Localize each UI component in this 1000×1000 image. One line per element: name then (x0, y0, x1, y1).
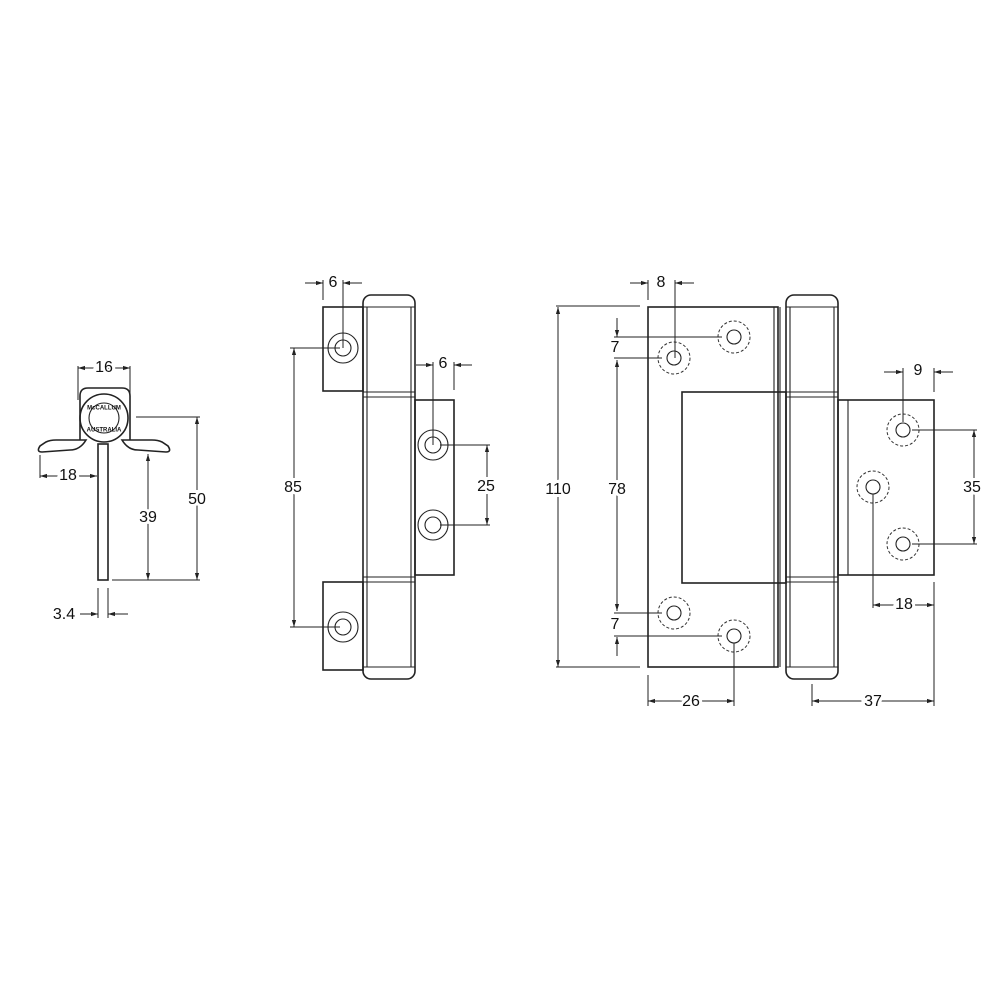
dim-16: 16 (95, 359, 113, 376)
dim-18: 18 (895, 596, 913, 613)
dim-7-bottom: 7 (611, 616, 620, 633)
dim-39: 39 (139, 509, 157, 526)
dim-110: 110 (545, 481, 571, 498)
dim-7-top: 7 (611, 339, 620, 356)
open-view: 110 8 7 78 7 26 37 18 35 9 (542, 274, 984, 713)
dim-8: 8 (657, 274, 666, 291)
side-view: McCALLUM AUSTRALIA 16 18 39 50 3.4 (37, 356, 209, 623)
front-view: 6 85 6 25 (281, 274, 498, 680)
dim-18-flange: 18 (59, 467, 77, 484)
dim-50: 50 (188, 491, 206, 508)
screw-holes (327, 332, 449, 643)
svg-text:AUSTRALIA: AUSTRALIA (87, 428, 122, 434)
dim-6-top: 6 (329, 274, 338, 291)
dim-35: 35 (963, 479, 981, 496)
dim-9: 9 (914, 362, 923, 379)
dim-78: 78 (608, 481, 626, 498)
dim-3-4: 3.4 (53, 606, 75, 623)
dim-37: 37 (864, 693, 882, 710)
side-logo: McCALLUM AUSTRALIA (87, 406, 122, 434)
countersunk-holes (657, 320, 920, 653)
svg-text:McCALLUM: McCALLUM (87, 406, 121, 412)
dim-25: 25 (477, 478, 495, 495)
dim-6-right: 6 (439, 355, 448, 372)
dim-85: 85 (284, 479, 302, 496)
dim-26: 26 (682, 693, 700, 710)
